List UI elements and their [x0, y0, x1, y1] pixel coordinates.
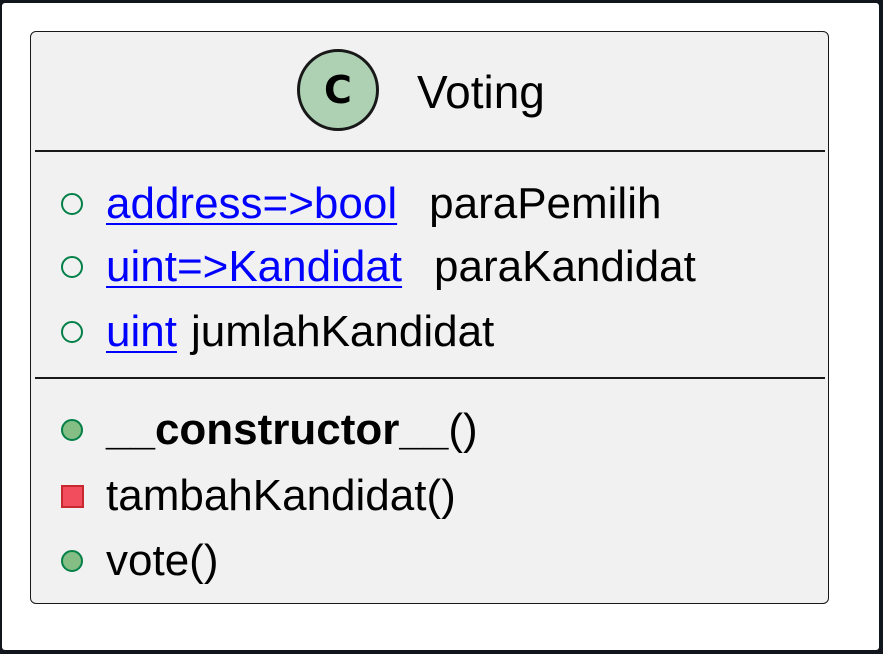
- public-field-icon: [61, 256, 83, 278]
- methods-divider: [35, 377, 825, 379]
- class-voting: C Voting address=>bool paraPemilih uint=>…: [30, 31, 829, 604]
- field-type-link[interactable]: uint: [106, 307, 177, 356]
- method-name: vote(): [106, 536, 219, 585]
- method-content: tambahKandidat(): [106, 468, 456, 524]
- diagram-canvas: C Voting address=>bool paraPemilih uint=>…: [2, 3, 879, 650]
- method-content: vote(): [106, 533, 218, 589]
- stereotype-letter: C: [324, 68, 352, 112]
- method-content: __constructor__(): [106, 402, 478, 458]
- public-method-icon: [61, 419, 83, 441]
- field-type-link[interactable]: uint=>Kandidat: [106, 242, 403, 291]
- class-header: C Voting: [31, 32, 828, 150]
- public-method-icon: [61, 550, 83, 572]
- field-name: paraPemilih: [429, 179, 662, 228]
- field-content: uint=>Kandidat paraKandidat: [106, 239, 696, 295]
- fields-divider: [35, 150, 825, 152]
- public-field-icon: [61, 193, 83, 215]
- field-content: address=>bool paraPemilih: [106, 176, 661, 232]
- method-name: tambahKandidat(): [106, 471, 456, 520]
- field-content: uint jumlahKandidat: [106, 304, 494, 360]
- public-field-icon: [61, 321, 83, 343]
- field-type-link[interactable]: address=>bool: [106, 179, 398, 228]
- field-name: paraKandidat: [434, 242, 696, 291]
- method-params: (): [448, 405, 478, 454]
- method-name: __constructor__: [106, 405, 449, 454]
- class-stereotype-icon: C: [297, 49, 379, 131]
- class-name: Voting: [417, 66, 545, 118]
- private-method-icon: [61, 485, 84, 508]
- field-name: jumlahKandidat: [190, 307, 495, 356]
